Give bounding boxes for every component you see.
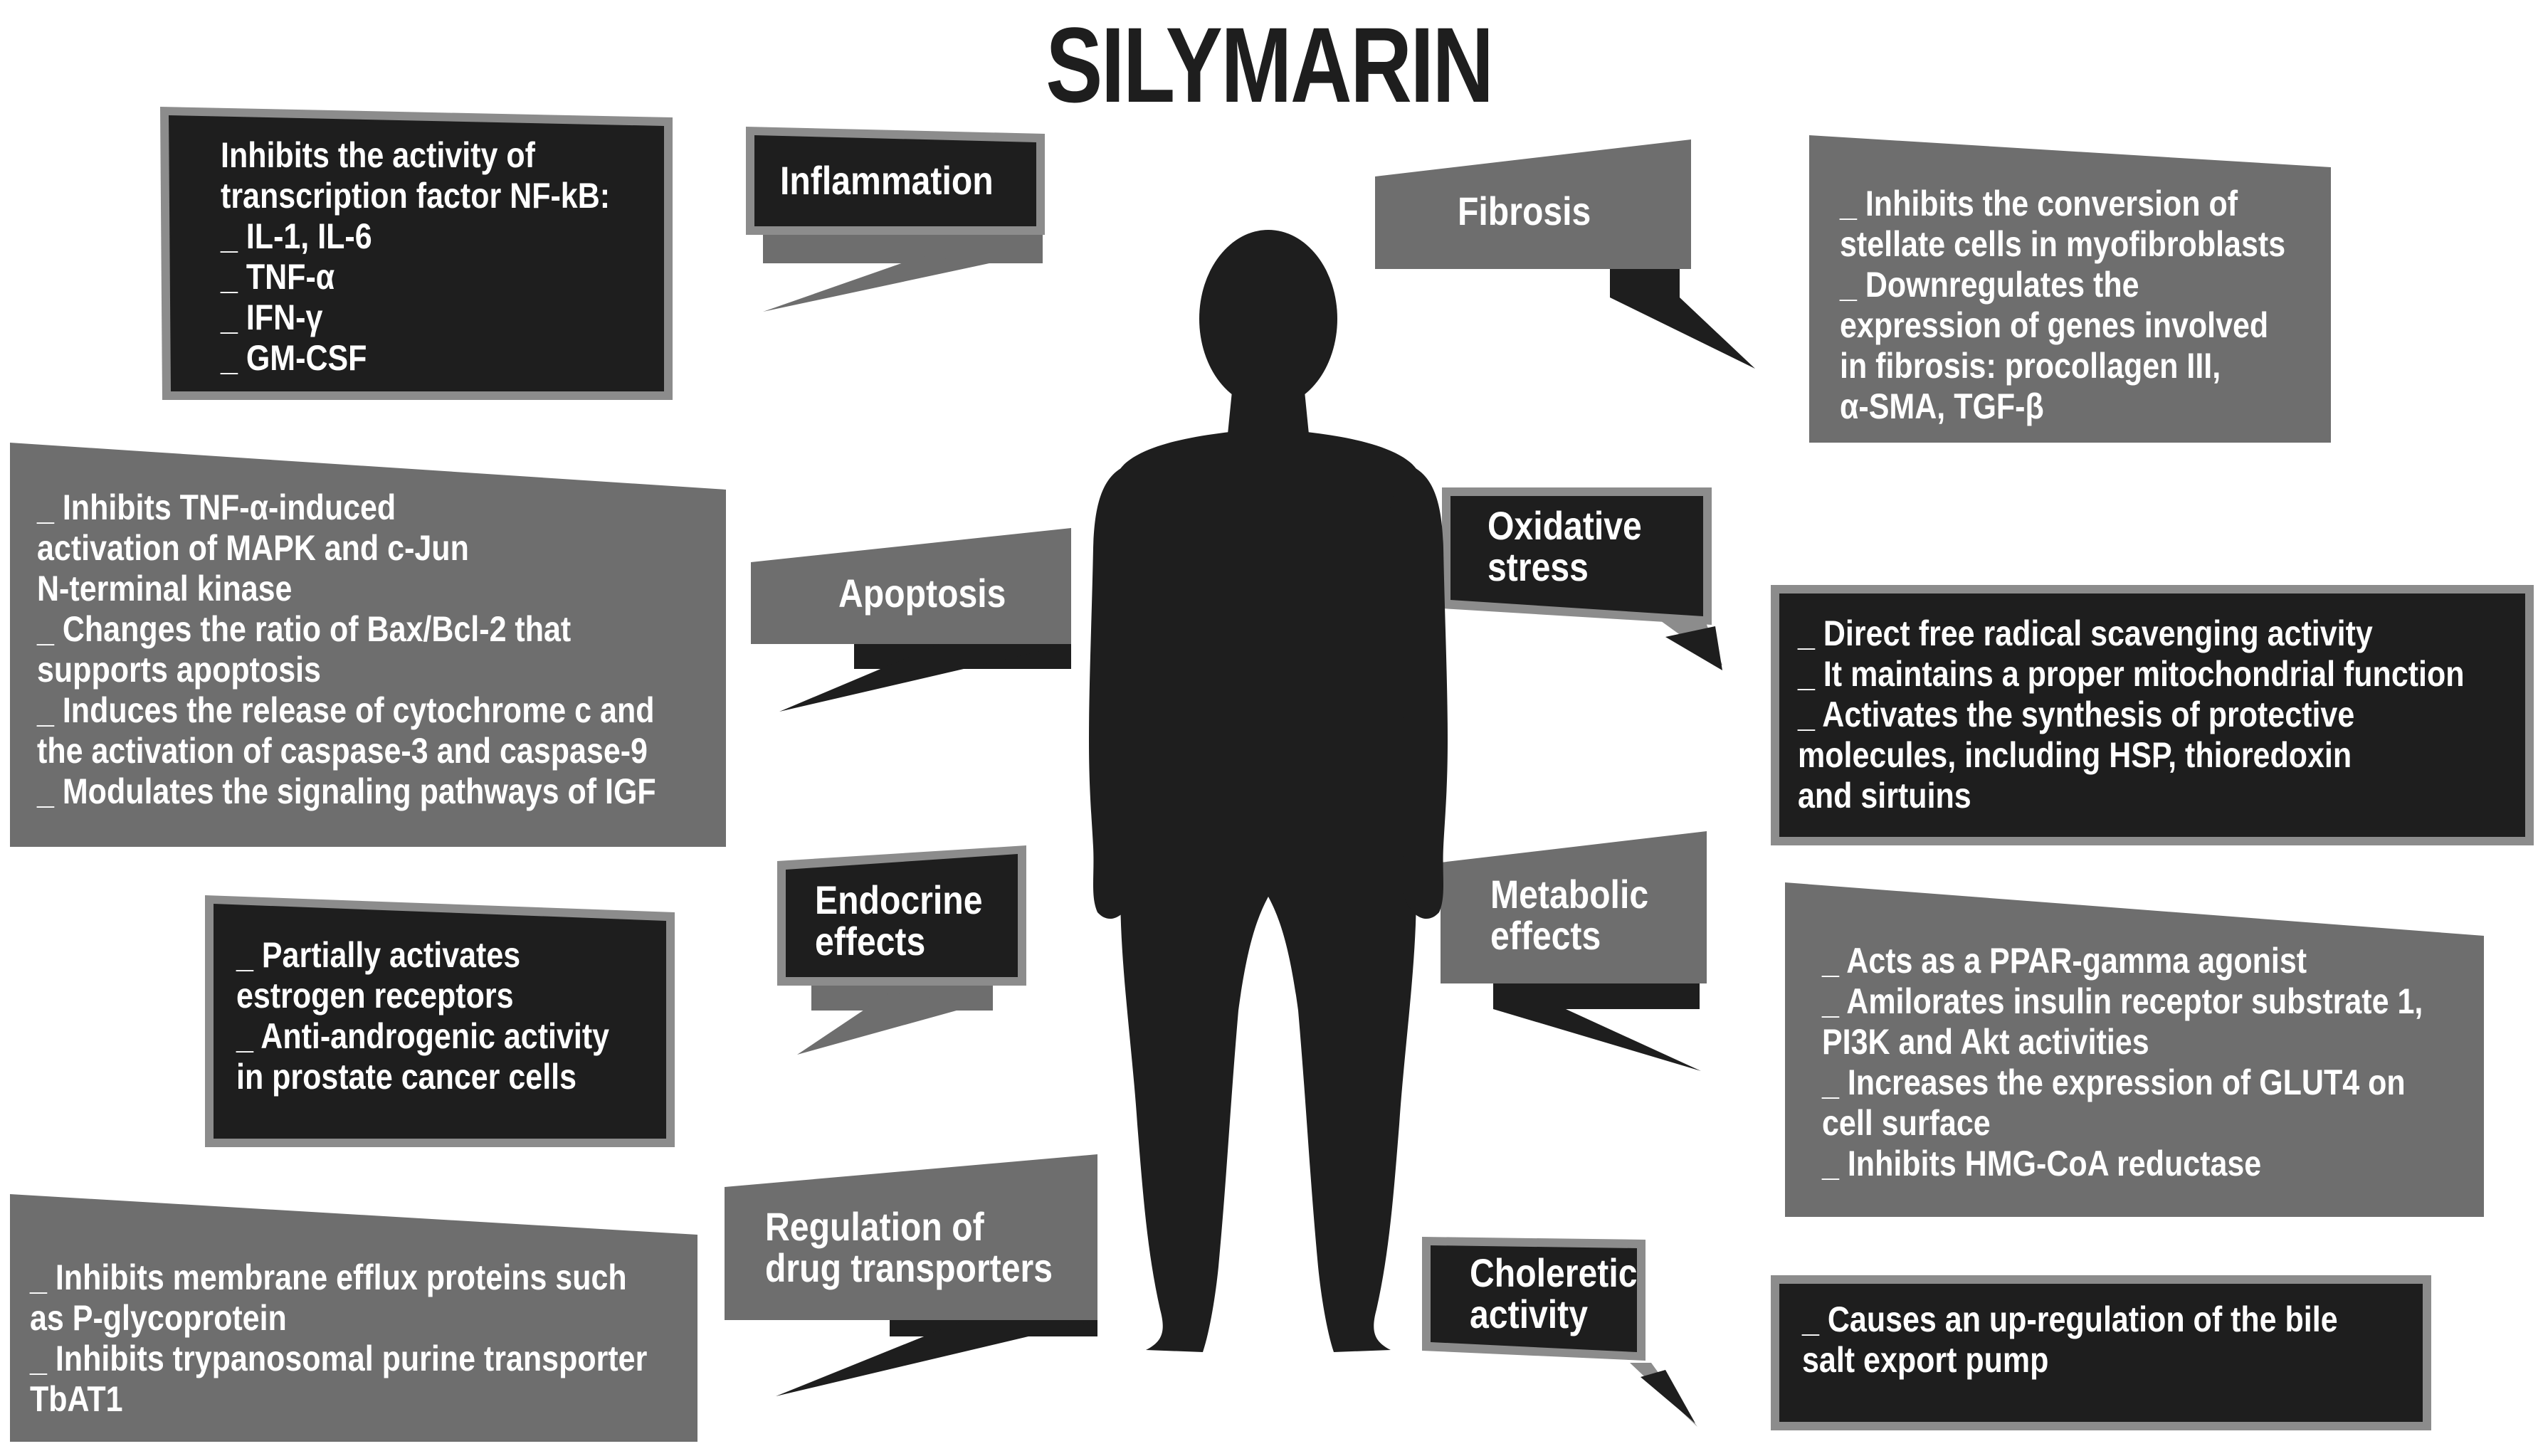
metabolic-label-box <box>1441 831 1707 983</box>
transport-info-box <box>10 1194 697 1442</box>
inflammation-info-text: Inhibits the activity of transcription f… <box>221 135 611 378</box>
apoptosis-label: Apoptosis <box>838 571 1006 616</box>
choleretic-label: Choleretic activity <box>1470 1250 1638 1336</box>
transport-label-box <box>725 1154 1097 1320</box>
metabolic-info-box <box>1785 882 2484 1217</box>
fibrosis-label-box <box>1375 139 1691 269</box>
metabolic-info-text: _ Acts as a PPAR-gamma agonist _ Amilora… <box>1822 941 2423 1183</box>
inflammation-label-tail <box>763 256 989 312</box>
metabolic-label-shadow <box>1493 983 1700 1009</box>
endocrine-info-text: _ Partially activates estrogen receptors… <box>236 935 610 1097</box>
oxidative-info-text: _ Direct free radical scavenging activit… <box>1798 613 2465 816</box>
metabolic-label-tail <box>1493 1009 1701 1071</box>
fibrosis-label-shadow <box>1610 269 1680 297</box>
oxidative-label: Oxidative stress <box>1487 503 1642 589</box>
transport-label: Regulation of drug transporters <box>765 1204 1053 1290</box>
human-silhouette-icon <box>1089 230 1448 1352</box>
oxidative-label-tail-inner <box>1665 626 1722 670</box>
apoptosis-info-text: _ Inhibits TNF-α-induced activation of M… <box>37 487 656 811</box>
transport-label-tail <box>776 1320 1097 1396</box>
apoptosis-info-box <box>10 443 726 847</box>
fibrosis-info-box <box>1809 135 2331 443</box>
endocrine-label: Endocrine effects <box>815 877 983 964</box>
apoptosis-label-box <box>751 528 1071 644</box>
page-title: SILYMARIN <box>1046 5 1494 125</box>
choleretic-info-text: _ Causes an up-regulation of the bile sa… <box>1802 1299 2338 1380</box>
apoptosis-label-tail <box>779 644 1071 712</box>
fibrosis-label: Fibrosis <box>1458 189 1591 233</box>
fibrosis-info-text: _ Inhibits the conversion of stellate ce… <box>1840 184 2286 426</box>
choleretic-label-tail-inner <box>1641 1370 1695 1423</box>
metabolic-label: Metabolic effects <box>1490 872 1649 958</box>
endocrine-label-tail <box>797 993 982 1055</box>
inflammation-label: Inflammation <box>780 158 994 203</box>
fibrosis-label-tail <box>1610 297 1755 369</box>
transport-info-text: _ Inhibits membrane efflux proteins such… <box>30 1257 648 1419</box>
